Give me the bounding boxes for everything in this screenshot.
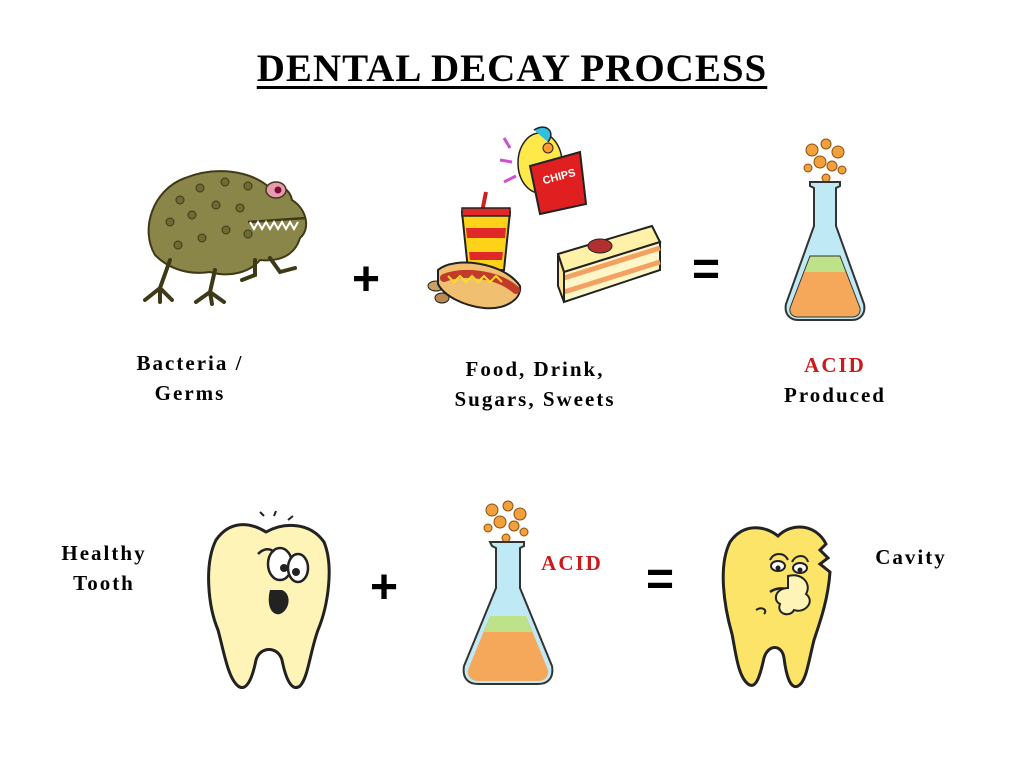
equals-sign: = bbox=[692, 243, 721, 296]
bacteria-monster-icon bbox=[143, 170, 308, 306]
soda-cup-icon bbox=[460, 191, 512, 271]
cavity-tooth-icon bbox=[721, 525, 832, 689]
healthy-tooth-label: Healthy Tooth bbox=[61, 541, 147, 595]
acid-flask-icon bbox=[784, 138, 866, 321]
cavity-label: Cavity bbox=[875, 545, 947, 569]
bacteria-label: Bacteria / Germs bbox=[136, 351, 244, 405]
cake-slice-icon bbox=[556, 224, 662, 304]
chips-bag-icon: CHIPS bbox=[499, 126, 588, 216]
plus-sign-2: + bbox=[370, 561, 399, 614]
plus-sign: + bbox=[352, 253, 381, 306]
hot-dog-icon bbox=[427, 261, 522, 310]
acid-produced-label: ACID Produced bbox=[784, 353, 886, 407]
equals-sign-2: = bbox=[646, 553, 675, 606]
page-title: DENTAL DECAY PROCESS bbox=[256, 47, 768, 90]
healthy-tooth-icon bbox=[207, 510, 331, 689]
food-label: Food, Drink, Sugars, Sweets bbox=[454, 357, 616, 411]
acid-flask-icon-2 bbox=[462, 500, 554, 685]
acid-label-2: ACID bbox=[541, 551, 603, 575]
